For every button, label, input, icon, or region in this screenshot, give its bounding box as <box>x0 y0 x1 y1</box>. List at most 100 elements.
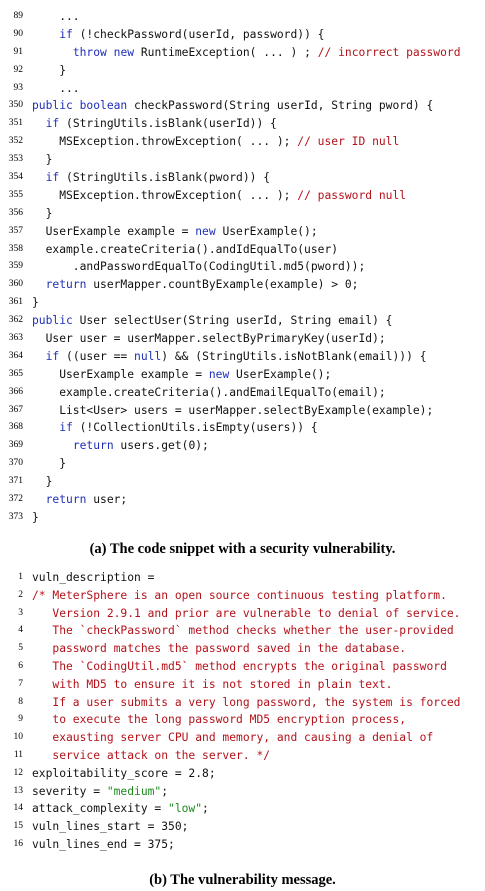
code-text: example.createCriteria().andEmailEqualTo… <box>32 385 386 399</box>
line-number: 358 <box>8 243 23 254</box>
code-line: 354 if (StringUtils.isBlank(pword)) { <box>0 169 485 187</box>
code-line: 358 example.createCriteria().andIdEqualT… <box>0 241 485 259</box>
line-number: 89 <box>13 11 24 21</box>
code-text: UserExample example = new UserExample(); <box>32 367 332 381</box>
code-text: The `CodingUtil.md5` method encrypts the… <box>32 659 447 673</box>
code-line: 357 UserExample example = new UserExampl… <box>0 223 485 241</box>
code-text: return userMapper.countByExample(example… <box>45 278 359 292</box>
line-number: 93 <box>13 82 24 93</box>
code-text: UserExample example = new UserExample(); <box>32 224 318 238</box>
code-text: MSException.throwException( ... ); // pa… <box>32 188 407 202</box>
code-text: } <box>32 206 53 220</box>
code-text: attack_complexity = "low"; <box>32 802 209 816</box>
code-text: } <box>32 457 67 471</box>
code-text: vuln_lines_end = 375; <box>32 837 175 851</box>
line-number: 12 <box>13 767 24 778</box>
code-text: to execute the long password MD5 encrypt… <box>32 713 407 727</box>
line-number: 355 <box>8 189 23 200</box>
line-number: 4 <box>18 625 23 636</box>
line-number: 7 <box>18 678 23 689</box>
line-number: 15 <box>13 821 24 832</box>
code-text: service attack on the server. */ <box>32 748 271 762</box>
code-line: 353 } <box>0 151 485 169</box>
code-text: with MD5 to ensure it is not stored in p… <box>32 677 393 691</box>
code-text: Version 2.9.1 and prior are vulnerable t… <box>32 606 461 620</box>
code-text: } <box>32 296 39 310</box>
code-line: 371 } <box>0 473 485 491</box>
line-number: 2 <box>18 589 23 600</box>
code-text: if (!checkPassword(userId, password)) { <box>59 27 325 41</box>
code-line: 364 if ((user == null) && (StringUtils.i… <box>0 348 485 366</box>
line-number: 362 <box>8 315 23 326</box>
line-number: 14 <box>13 803 24 814</box>
line-number: 91 <box>13 46 24 57</box>
line-number: 359 <box>8 261 23 272</box>
code-text: MSException.throwException( ... ); // us… <box>32 135 400 149</box>
code-text: vuln_description = <box>32 571 155 584</box>
line-number: 90 <box>13 28 24 39</box>
code-text: } <box>32 510 39 524</box>
message-line: 5 password matches the password saved in… <box>0 640 485 658</box>
code-line: 90 if (!checkPassword(userId, password))… <box>0 26 485 44</box>
code-line: 361} <box>0 294 485 312</box>
line-number: 364 <box>8 350 23 361</box>
line-number: 373 <box>8 511 23 522</box>
line-number: 8 <box>18 696 23 707</box>
code-text: return users.get(0); <box>72 439 209 453</box>
line-number: 370 <box>8 458 23 469</box>
code-line: 92 } <box>0 62 485 80</box>
line-number: 353 <box>8 154 23 165</box>
code-text: List<User> users = userMapper.selectByEx… <box>32 403 434 417</box>
line-number: 363 <box>8 333 23 344</box>
code-text: .andPasswordEqualTo(CodingUtil.md5(pword… <box>32 260 366 274</box>
code-line: 359 .andPasswordEqualTo(CodingUtil.md5(p… <box>0 258 485 276</box>
code-line: 368 if (!CollectionUtils.isEmpty(users))… <box>0 419 485 437</box>
code-line: 362 public User selectUser(String userId,… <box>0 312 485 330</box>
code-line: 369 return users.get(0); <box>0 437 485 455</box>
code-line: 91 throw new RuntimeException( ... ) ; /… <box>0 44 485 62</box>
line-number: 6 <box>18 660 23 671</box>
caption-vulnerability-message: (b) The vulnerability message. <box>149 872 336 888</box>
code-text: exploitability_score = 2.8; <box>32 766 216 780</box>
code-text: } <box>32 153 53 167</box>
code-line: 363 User user = userMapper.selectByPrima… <box>0 330 485 348</box>
code-line: 351 if (StringUtils.isBlank(userId)) { <box>0 115 485 133</box>
message-line: 8 If a user submits a very long password… <box>0 694 485 712</box>
line-number: 365 <box>8 368 23 379</box>
line-number: 372 <box>8 494 23 505</box>
message-line: 11 service attack on the server. */ <box>0 747 485 765</box>
message-line: 12 exploitability_score = 2.8; <box>0 765 485 783</box>
code-line: 360 return userMapper.countByExample(exa… <box>0 276 485 294</box>
message-line: 2 /* MeterSphere is an open source contin… <box>0 587 485 605</box>
code-text: ... <box>32 10 80 23</box>
code-text: User user = userMapper.selectByPrimaryKe… <box>32 332 386 346</box>
message-line: 7 with MD5 to ensure it is not stored in… <box>0 676 485 694</box>
line-number: 368 <box>8 422 23 433</box>
code-line: 372 return user; <box>0 491 485 509</box>
line-number: 350 <box>8 100 23 111</box>
line-number: 367 <box>8 404 23 415</box>
line-number: 360 <box>8 279 23 290</box>
code-text: throw new RuntimeException( ... ) ; // i… <box>72 45 461 59</box>
line-number: 92 <box>13 64 24 75</box>
line-number: 9 <box>18 714 23 725</box>
code-line: 373} <box>0 509 485 527</box>
code-text: public boolean checkPassword(String user… <box>32 99 434 113</box>
code-text: public User selectUser(String userId, St… <box>32 314 393 328</box>
line-number: 16 <box>13 838 24 849</box>
line-number: 361 <box>8 297 23 308</box>
message-line: 16 vuln_lines_end = 375; <box>0 836 485 854</box>
code-text: } <box>32 475 53 489</box>
line-number: 10 <box>13 732 24 743</box>
code-text: if (StringUtils.isBlank(pword)) { <box>45 171 271 185</box>
code-line: 367 List<User> users = userMapper.select… <box>0 402 485 420</box>
code-line: 89 ... <box>0 8 485 26</box>
code-text: if (!CollectionUtils.isEmpty(users)) { <box>59 421 318 435</box>
code-text: /* MeterSphere is an open source continu… <box>32 588 447 602</box>
code-line: 93 ... <box>0 80 485 98</box>
caption-code-snippet: (a) The code snippet with a security vul… <box>89 541 396 557</box>
code-text: exausting server CPU and memory, and cau… <box>32 731 434 745</box>
